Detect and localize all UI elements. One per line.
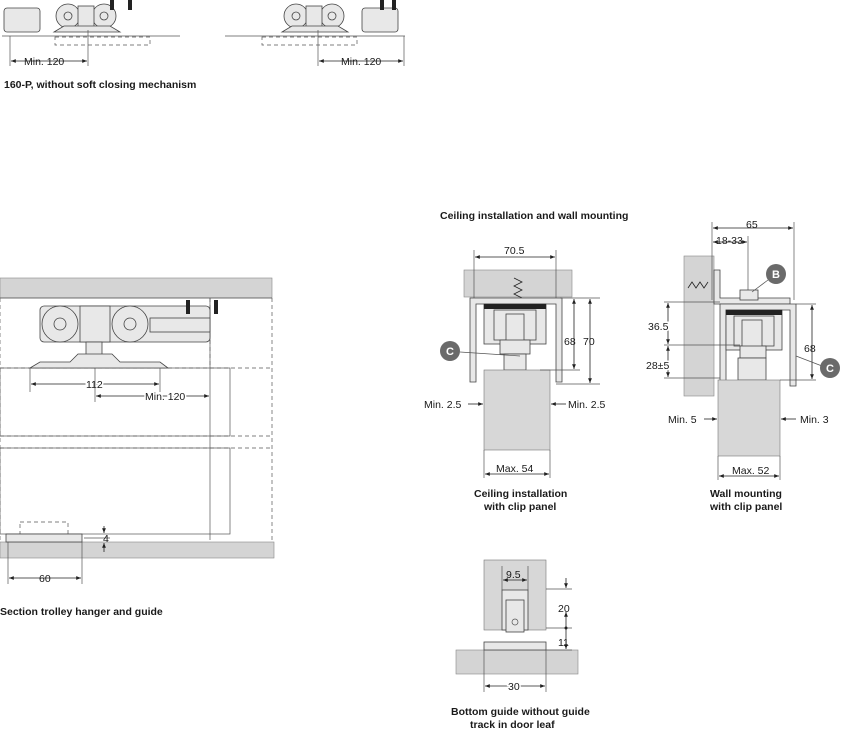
dim-bottom-9-5: 9.5 <box>506 569 521 581</box>
dim-top-right-min: Min. 120 <box>341 56 381 68</box>
dim-bottom-30-halo: 30 <box>508 681 520 693</box>
dim-ceiling-min-left: Min. 2.5 <box>424 399 462 411</box>
dim-wall-28-halo: 28±5 <box>646 360 669 372</box>
dim-ceiling-68: 68 <box>564 336 576 348</box>
dim-ceiling-width: 70.5 <box>504 245 525 257</box>
dim-wall-18-33: 18-33 <box>716 235 743 247</box>
dim-section-60: 60 <box>39 573 51 585</box>
top-left-trolley: Min. 120 <box>2 0 180 68</box>
marker-c-ceiling: C <box>440 341 460 361</box>
caption-top-mechanism: 160-P, without soft closing mechanism <box>4 79 196 91</box>
dim-wall-68: 68 <box>804 343 816 355</box>
caption-ceiling-line2: with clip panel <box>483 501 556 513</box>
dim-bottom-30: 30 <box>508 681 520 693</box>
marker-c-wall: C <box>820 358 840 378</box>
bottom-guide-drawing: 9.5 20 11 30 30 <box>455 559 579 695</box>
dim-bottom-11: 11 <box>558 637 569 649</box>
caption-wall-line2: with clip panel <box>709 501 782 513</box>
top-right-trolley: Min. 120 <box>225 0 405 68</box>
dim-ceiling-max: Max. 54 <box>496 463 534 475</box>
dim-ceiling-70: 70 <box>583 336 595 348</box>
svg-text:C: C <box>826 363 834 375</box>
svg-text:C: C <box>446 346 454 358</box>
ceiling-installation-drawing: 70.5 68 70 C Min. 2.5 Min. 2.5 <box>424 245 606 478</box>
wall-mounting-drawing: 65 18-33 36.5 36.5 28±5 28±5 68 <box>645 219 840 480</box>
dim-bottom-20: 20 <box>558 603 570 615</box>
caption-section: Section trolley hanger and guide <box>0 606 163 618</box>
caption-bottom-line1: Bottom guide without guide <box>451 706 590 718</box>
dim-wall-min5: Min. 5 <box>668 414 697 426</box>
caption-ceiling-line1: Ceiling installation <box>474 488 567 500</box>
caption-wall-line1: Wall mounting <box>710 488 782 500</box>
dim-wall-36-5-halo: 36.5 <box>648 321 669 333</box>
dim-section-112-halo: 112 <box>86 379 103 391</box>
dim-section-min120-halo: Min. 120 <box>145 391 185 403</box>
dim-section-min120: Min. 120 <box>145 391 185 403</box>
dim-wall-28: 28±5 <box>646 360 669 372</box>
section-trolley-hanger: 112 112 Min. 120 Min. 120 4 60 <box>0 277 275 585</box>
dim-ceiling-min-right: Min. 2.5 <box>568 399 606 411</box>
dim-wall-36-5: 36.5 <box>648 321 669 333</box>
caption-bottom-line2: track in door leaf <box>470 719 555 730</box>
caption-ceiling-header: Ceiling installation and wall mounting <box>440 210 628 222</box>
dim-wall-min3: Min. 3 <box>800 414 829 426</box>
dim-section-4: 4 <box>103 533 109 545</box>
marker-b-wall: B <box>766 264 786 284</box>
dim-wall-65: 65 <box>746 219 758 231</box>
dim-section-112: 112 <box>86 379 103 391</box>
dim-wall-max: Max. 52 <box>732 465 770 477</box>
dim-top-left-min: Min. 120 <box>24 56 64 68</box>
svg-text:B: B <box>772 269 780 281</box>
